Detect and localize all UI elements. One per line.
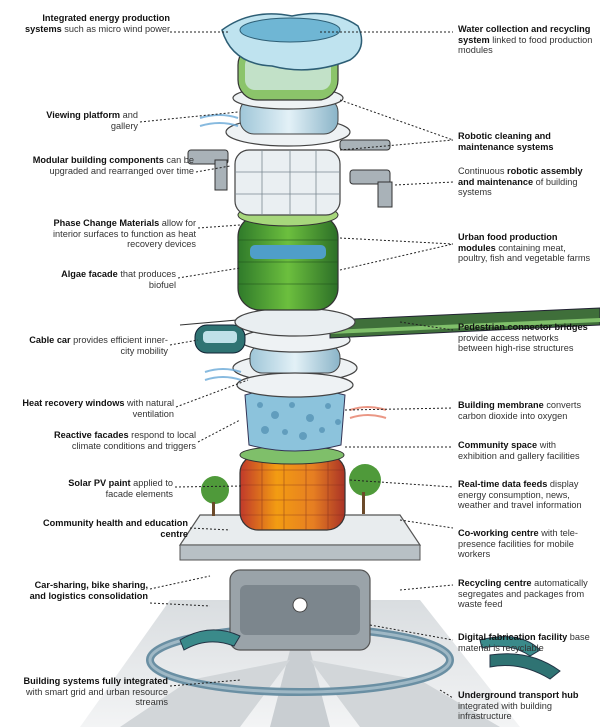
left-leader-lines [139, 31, 249, 687]
transport-pods [179, 629, 561, 680]
label-digital-fabrication: Digital fabrication facility base materi… [458, 632, 590, 653]
label-underground-hub: Underground transport hub integrated wit… [458, 690, 579, 722]
label-community-space: Community space with exhibition and gall… [458, 440, 580, 461]
robot-arms [187, 139, 393, 208]
label-pedestrian-bridges: Pedestrian connector bridges provide acc… [458, 322, 588, 354]
label-cable-car: Cable car provides efficient inner-city … [29, 335, 168, 356]
label-viewing-platform: Viewing platform and gallery [46, 110, 138, 131]
airflow-arrows [199, 114, 387, 419]
top-garden [221, 12, 363, 101]
label-energy-production: Integrated energy production systems suc… [24, 13, 170, 34]
label-building-systems: Building systems fully integrated with s… [23, 676, 168, 708]
bridge-and-cable-car [179, 307, 600, 354]
right-leader-lines [320, 31, 454, 699]
label-water-collection: Water collection and recycling system li… [458, 24, 593, 56]
algae-food-block [237, 203, 339, 311]
label-building-membrane: Building membrane converts carbon dioxid… [458, 400, 582, 421]
label-algae-facade: Algae facade that produces biofuel [61, 269, 176, 290]
label-robotic-cleaning: Robotic cleaning and maintenance systems [458, 131, 554, 152]
label-community-health: Community health and education centre [43, 518, 188, 539]
mid-levels [232, 327, 358, 398]
solar-block [239, 445, 346, 531]
label-robotic-assembly: Continuous robotic assembly and maintena… [458, 166, 583, 198]
label-reactive-facades: Reactive facades respond to local climat… [54, 430, 196, 451]
label-modular-components: Modular building components can be upgra… [32, 155, 194, 176]
label-urban-food: Urban food production modules containing… [458, 232, 591, 264]
label-phase-change: Phase Change Materials allow for interio… [53, 218, 196, 250]
label-solar-pv: Solar PV paint applied to facade element… [68, 478, 173, 499]
label-co-working: Co-working centre with tele-presence fac… [458, 528, 578, 560]
label-data-feeds: Real-time data feeds display energy cons… [458, 479, 582, 511]
label-heat-recovery: Heat recovery windows with natural venti… [22, 398, 174, 419]
modular-block [234, 149, 341, 216]
label-recycling-centre: Recycling centre automatically segregate… [458, 578, 588, 610]
label-car-sharing: Car-sharing, bike sharing, and logistics… [29, 580, 148, 601]
